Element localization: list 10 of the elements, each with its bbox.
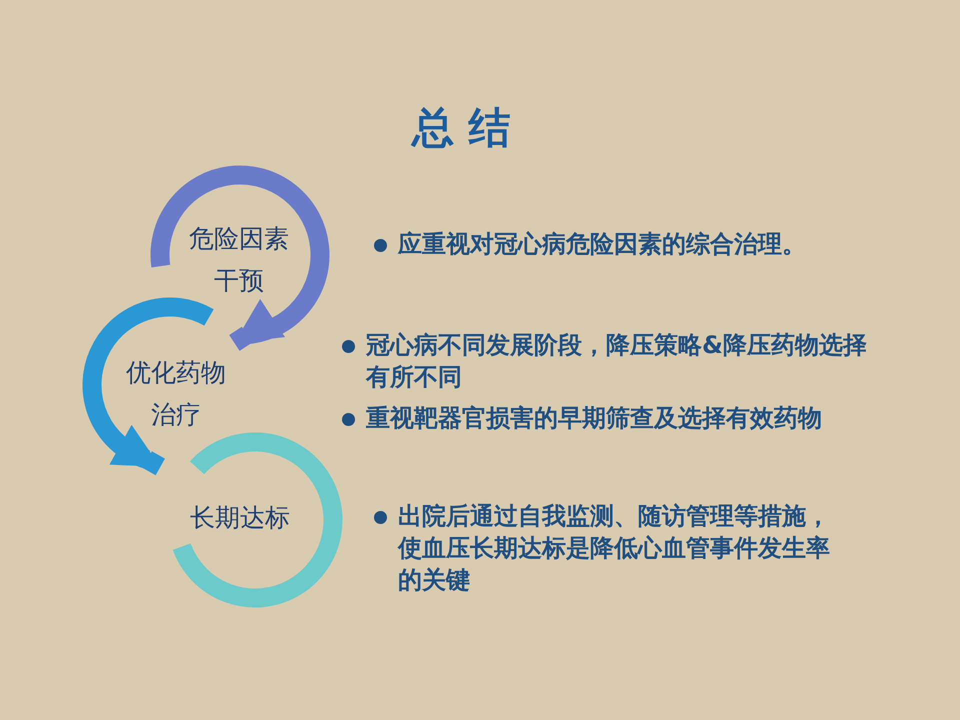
title: 总 结	[412, 102, 511, 154]
bullet-text: 重视靶器官损害的早期筛查及选择有效药物	[366, 403, 823, 434]
bullet-text: 冠心病不同发展阶段，降压策略&降压药物选择有所不同	[366, 330, 868, 393]
bullet-text: 出院后通过自我监测、随访管理等措施，使血压长期达标是降低心血管事件发生率的关键	[398, 501, 830, 596]
step-label: 长期达标	[189, 502, 291, 534]
arrow	[109, 424, 165, 476]
step-label: 优化药物治疗	[125, 357, 227, 431]
bullet-text: 应重视对冠心病危险因素的综合治理。	[398, 229, 807, 260]
step-label: 危险因素干预	[188, 223, 290, 297]
arrow	[229, 298, 286, 351]
